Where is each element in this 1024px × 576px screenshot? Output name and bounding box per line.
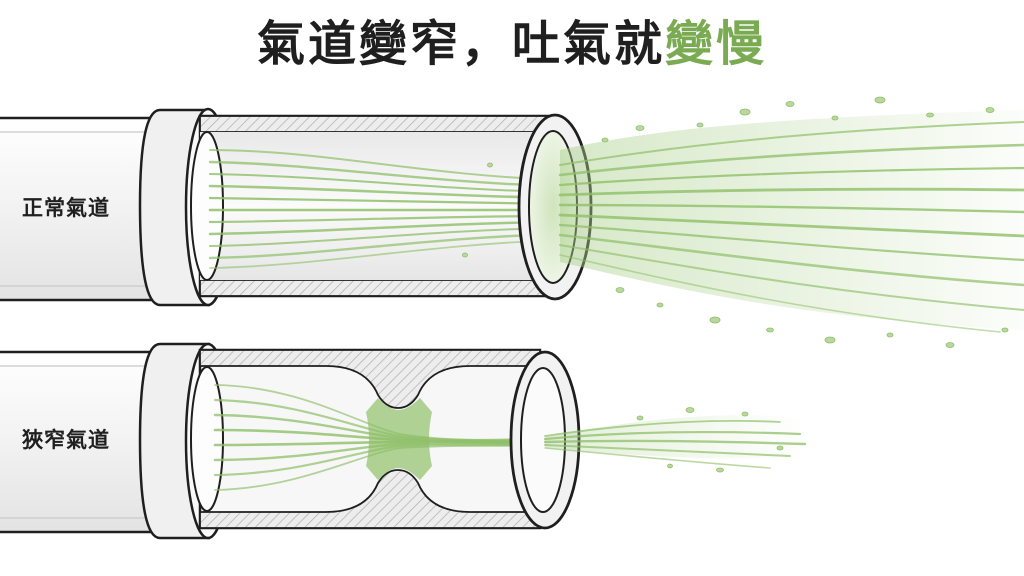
normal-airflow [208,149,562,269]
narrow-outer-pipe [0,350,162,534]
title-main: 氣道變窄，吐氣就 [256,16,665,72]
normal-airway [0,96,1024,348]
page-title: 氣道變窄，吐氣就變慢 [0,8,1024,80]
label-normal-airway: 正常氣道 [22,196,110,220]
narrow-exhale-jet [543,407,807,473]
label-narrow-airway: 狹窄氣道 [22,428,110,452]
normal-outer-pipe [0,116,162,302]
normal-cutaway [190,114,557,298]
normal-exhale-jet [462,96,1024,348]
narrow-airway [0,342,807,540]
narrow-airflow [213,384,547,491]
title-accent: 變慢 [665,16,768,72]
